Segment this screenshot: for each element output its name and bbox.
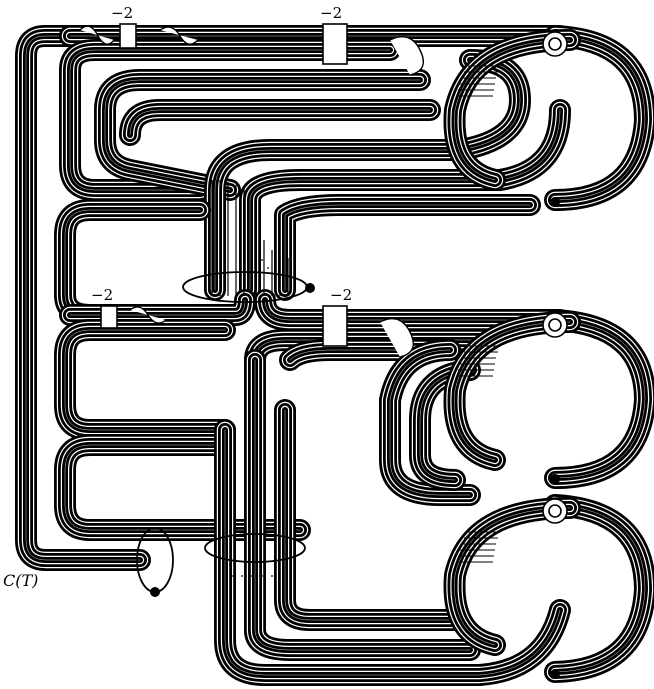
twist-box-4: −2: [323, 286, 352, 346]
bottom-right-loop: [555, 505, 645, 672]
band-strands: [455, 322, 571, 460]
strand: [555, 505, 645, 672]
knot-label: C(T): [3, 571, 38, 590]
twist-label-1: −2: [111, 4, 133, 22]
strand: [65, 210, 200, 315]
strand: [285, 410, 460, 620]
strand: [65, 210, 200, 315]
base-point-ct: [150, 587, 160, 597]
band-strands: [265, 300, 560, 320]
strand: [285, 410, 460, 620]
strand: [65, 210, 200, 315]
band-strands: [555, 320, 645, 478]
strand: [285, 205, 530, 290]
strand: [65, 330, 225, 430]
upper-sweep: [215, 60, 560, 290]
strand: [65, 330, 225, 430]
strand: [26, 36, 140, 560]
band-strands: [285, 205, 530, 290]
strand: [285, 205, 530, 290]
strand: [65, 210, 200, 315]
band-strands: [26, 36, 140, 560]
band-strands: [555, 505, 645, 672]
strand: [65, 330, 225, 430]
strand: [65, 330, 225, 430]
strand: [555, 320, 645, 478]
strand: [285, 410, 460, 620]
right-s-bundle: [290, 350, 470, 495]
band-strands: [130, 110, 430, 135]
strand: [285, 410, 460, 620]
strand: [285, 410, 460, 620]
twist-label-3: −2: [91, 286, 113, 304]
strand: [285, 410, 460, 620]
twist-label-2: −2: [320, 4, 342, 22]
base-point-bottom: [550, 669, 560, 679]
lower-left-loop: [65, 330, 225, 430]
middle-band-right: [265, 300, 560, 320]
strand: [285, 205, 530, 290]
middle-right-loop: [555, 320, 645, 478]
strand: [26, 36, 140, 560]
strand: [130, 110, 430, 135]
twist-label-4: −2: [330, 286, 352, 304]
strand: [26, 36, 140, 560]
band-strands: [65, 330, 225, 430]
band-strands: [65, 210, 200, 315]
base-point-top: [550, 197, 560, 207]
strand: [65, 330, 225, 430]
band-strands: [285, 410, 460, 620]
strand: [65, 330, 225, 430]
base-point-ring: [305, 283, 315, 293]
strand: [26, 36, 140, 560]
outer-left-band: [26, 36, 140, 560]
strand: [65, 210, 200, 315]
strand: [285, 205, 530, 290]
strand: [26, 36, 140, 560]
base-point-middle: [550, 474, 560, 484]
lower-dots: [231, 575, 273, 577]
strand: [285, 205, 530, 290]
strand: [26, 36, 140, 560]
middle-left-loop: [65, 210, 200, 315]
strand: [65, 210, 200, 315]
twist-box-2: −2: [320, 4, 347, 64]
strand: [285, 205, 530, 290]
